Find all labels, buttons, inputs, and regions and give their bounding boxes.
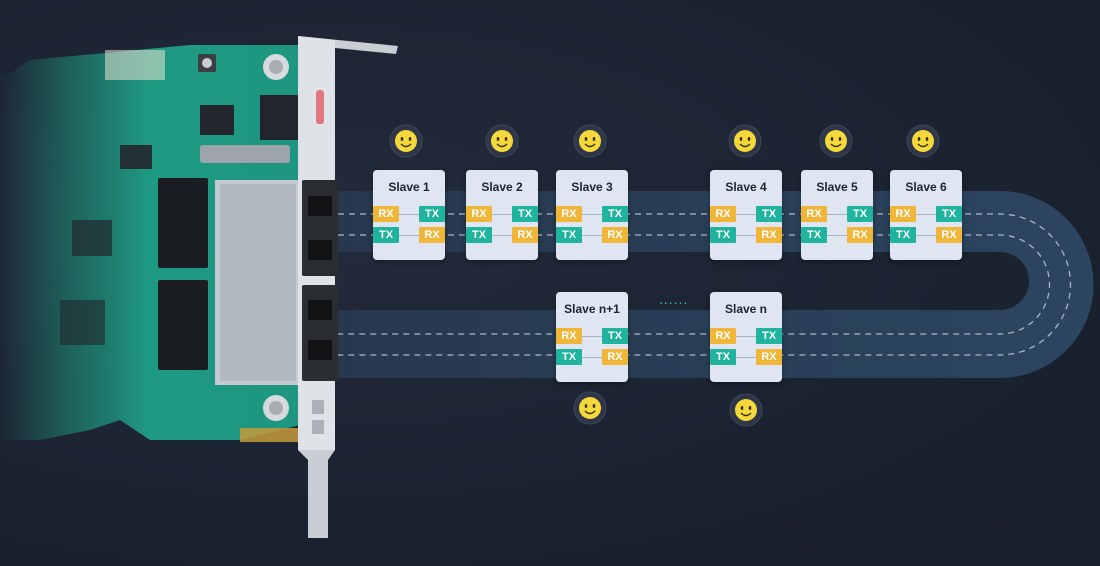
rx-port: RX (602, 349, 628, 365)
tx-port: TX (710, 227, 736, 243)
slave-label: Slave 1 (388, 180, 430, 194)
tx-port: TX (556, 227, 582, 243)
rx-port: RX (373, 206, 399, 222)
rx-port: RX (602, 227, 628, 243)
link-line (736, 336, 756, 337)
link-line (582, 214, 602, 215)
slave-card: Slave 4 RX TX TX RX (710, 170, 782, 260)
tx-port: TX (512, 206, 538, 222)
pcie-network-card-icon (0, 45, 300, 442)
tx-port: TX (756, 328, 782, 344)
slave-card: Slave n RX TX TX RX (710, 292, 782, 382)
rx-port: RX (801, 206, 827, 222)
slave-label: Slave 6 (905, 180, 947, 194)
link-line (827, 235, 847, 236)
rx-port: RX (419, 227, 445, 243)
rx-port: RX (556, 328, 582, 344)
smiley-icon (906, 124, 940, 158)
link-line (916, 214, 936, 215)
slave-card: Slave 3 RX TX TX RX (556, 170, 628, 260)
tx-port: TX (756, 206, 782, 222)
rx-port: RX (556, 206, 582, 222)
link-line (582, 336, 602, 337)
rx-port: RX (756, 227, 782, 243)
tx-port: TX (602, 206, 628, 222)
smiley-icon (573, 391, 607, 425)
link-line (736, 235, 756, 236)
link-line (827, 214, 847, 215)
rx-port: RX (512, 227, 538, 243)
slave-label: Slave n+1 (564, 302, 620, 316)
slave-label: Slave 4 (725, 180, 767, 194)
smiley-icon (573, 124, 607, 158)
smiley-icon (729, 393, 763, 427)
smiley-icon (728, 124, 762, 158)
slave-label: Slave 2 (481, 180, 523, 194)
slave-card: Slave 5 RX TX TX RX (801, 170, 873, 260)
track-dashed-lines (338, 213, 1072, 356)
tx-port: TX (936, 206, 962, 222)
tx-port: TX (847, 206, 873, 222)
slave-label: Slave 3 (571, 180, 613, 194)
tx-port: TX (602, 328, 628, 344)
rx-port: RX (710, 328, 736, 344)
rj45-port-icon (302, 285, 338, 381)
link-line (399, 235, 419, 236)
link-line (399, 214, 419, 215)
tx-port: TX (556, 349, 582, 365)
rx-port: RX (756, 349, 782, 365)
tx-port: TX (890, 227, 916, 243)
tx-port: TX (801, 227, 827, 243)
slave-label: Slave n (724, 302, 768, 316)
ellipsis: ...... (659, 291, 689, 307)
slave-card: Slave n+1 RX TX TX RX (556, 292, 628, 382)
slave-card: Slave 6 RX TX TX RX (890, 170, 962, 260)
tx-port: TX (710, 349, 736, 365)
rj45-port-icon (302, 180, 338, 276)
link-line (492, 214, 512, 215)
smiley-icon (485, 124, 519, 158)
slave-label: Slave 5 (816, 180, 858, 194)
rx-port: RX (936, 227, 962, 243)
link-line (492, 235, 512, 236)
rx-port: RX (710, 206, 736, 222)
link-line (736, 214, 756, 215)
rx-port: RX (847, 227, 873, 243)
rx-port: RX (466, 206, 492, 222)
smiley-icon (819, 124, 853, 158)
link-line (736, 357, 756, 358)
tx-port: TX (373, 227, 399, 243)
smiley-icon (389, 124, 423, 158)
tx-port: TX (419, 206, 445, 222)
tx-port: TX (466, 227, 492, 243)
rx-port: RX (890, 206, 916, 222)
slave-card: Slave 2 RX TX TX RX (466, 170, 538, 260)
link-line (582, 235, 602, 236)
link-line (916, 235, 936, 236)
slave-card: Slave 1 RX TX TX RX (373, 170, 445, 260)
link-line (582, 357, 602, 358)
